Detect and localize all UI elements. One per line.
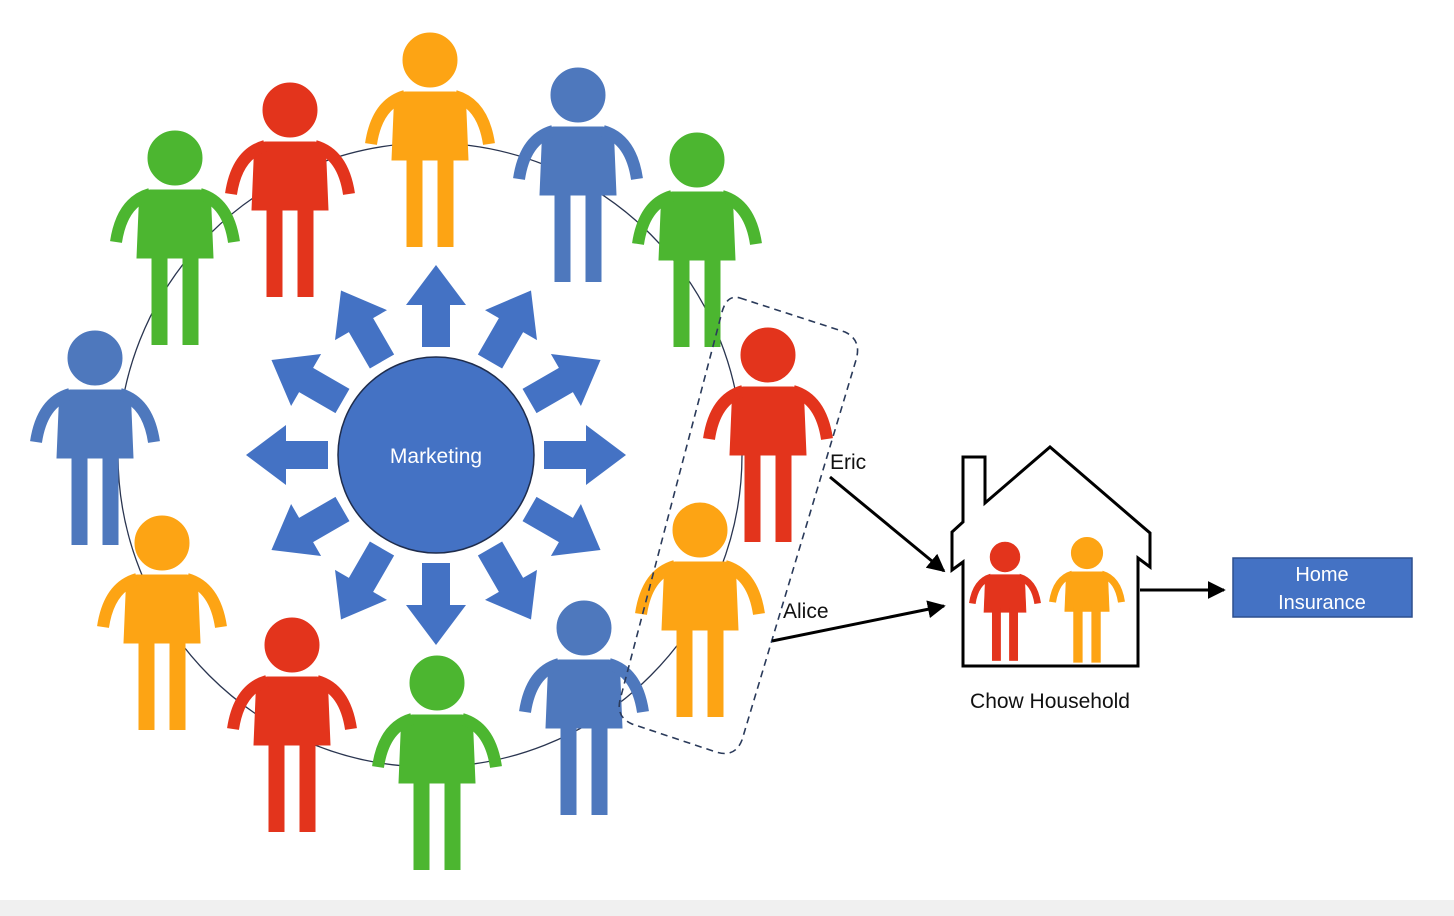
alice-arrow xyxy=(771,600,946,643)
marketing-arrow xyxy=(477,541,537,620)
eric-label: Eric xyxy=(830,451,866,474)
household-label: Chow Household xyxy=(970,690,1130,713)
marketing-arrows xyxy=(246,265,626,645)
marketing-arrow xyxy=(335,541,395,620)
marketing-arrow xyxy=(406,265,466,347)
person-icon xyxy=(116,131,234,345)
eric-arrow xyxy=(829,475,946,573)
selection-dashed-outline xyxy=(618,296,859,755)
home-insurance-line1: Home xyxy=(1295,564,1348,586)
marketing-arrow xyxy=(477,290,537,369)
marketing-circle xyxy=(337,356,535,554)
person-icon xyxy=(371,33,489,247)
marketing-arrow xyxy=(544,425,626,485)
bottom-band xyxy=(0,900,1454,916)
marketing-arrow xyxy=(246,425,328,485)
person-alice xyxy=(641,503,759,717)
person-icon xyxy=(36,331,154,545)
home-insurance-line2: Insurance xyxy=(1278,592,1366,614)
person-icon xyxy=(231,83,349,297)
marketing-arrow xyxy=(522,354,601,414)
marketing-arrow xyxy=(271,354,350,414)
home-insurance-box xyxy=(1232,557,1413,618)
alice-label: Alice xyxy=(783,600,829,623)
marketing-arrow xyxy=(406,563,466,645)
person-icon xyxy=(103,516,221,730)
person-icon xyxy=(233,618,351,832)
marketing-arrow xyxy=(522,496,601,556)
marketing-arrow xyxy=(335,290,395,369)
person-icon xyxy=(519,68,637,282)
house-icon xyxy=(950,445,1152,668)
person-icon xyxy=(525,601,643,815)
marketing-arrow xyxy=(271,496,350,556)
marketing-label: Marketing xyxy=(390,445,482,468)
